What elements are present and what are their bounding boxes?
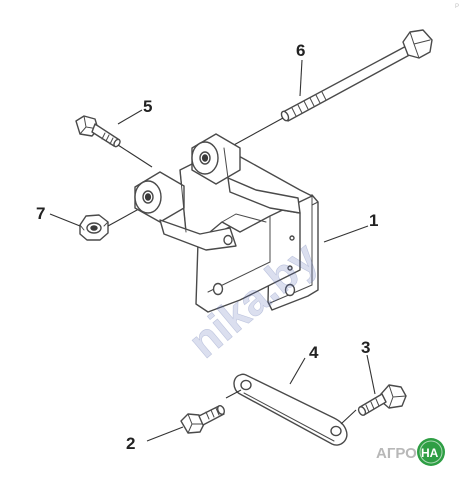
agro-logo: АГРО НА [376, 438, 445, 466]
leader-part-3 [366, 354, 376, 395]
leader-part-5 [117, 109, 143, 125]
leader-part-1 [323, 225, 369, 243]
logo-badge-circle [417, 438, 445, 466]
leader-part-2 [146, 426, 184, 442]
corner-mark: P [455, 4, 459, 10]
long-bolt-part-6 [231, 29, 433, 147]
flange-bolt-part-2 [180, 405, 226, 434]
callout-part-1: 1 [369, 211, 378, 230]
bracket-assembly-part-1 [134, 133, 319, 313]
link-plate-part-4 [225, 373, 357, 446]
flange-bolt-part-3 [357, 384, 407, 416]
short-bolt-part-5 [75, 115, 153, 168]
callout-part-5: 5 [143, 97, 152, 116]
callout-part-7: 7 [36, 204, 45, 223]
leader-part-7 [49, 213, 81, 227]
callout-part-6: 6 [296, 41, 305, 60]
callout-part-4: 4 [309, 343, 319, 362]
leader-part-6 [299, 59, 303, 97]
callout-part-2: 2 [126, 434, 135, 453]
leader-part-4 [289, 357, 306, 385]
callout-part-3: 3 [361, 338, 370, 357]
logo-badge-text: НА [421, 446, 439, 460]
logo-prefix: АГРО [376, 445, 417, 462]
